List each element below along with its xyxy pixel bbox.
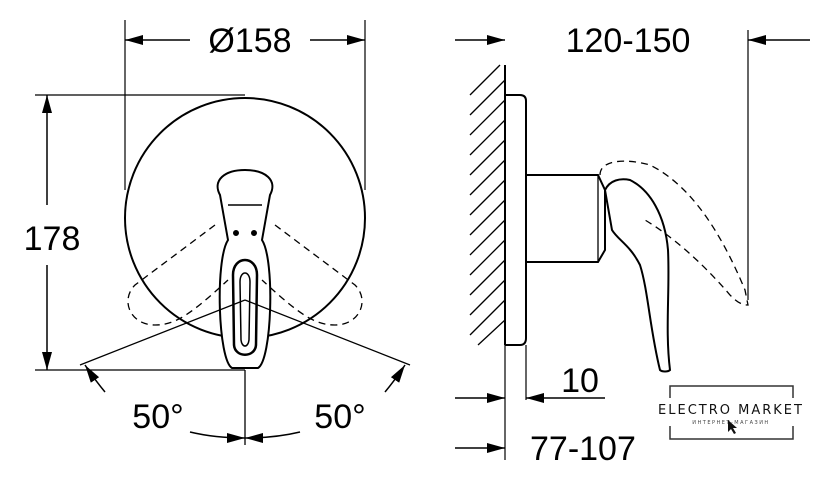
projection-label: 120-150 — [566, 22, 691, 60]
diameter-label: Ø158 — [208, 22, 291, 60]
cursor-icon — [728, 420, 737, 434]
depth-label: 77-107 — [530, 430, 636, 468]
height-label: 178 — [24, 220, 81, 258]
watermark-logo: ELECTRO MARKET ИНТЕРНЕТ-МАГАЗИН — [658, 385, 804, 440]
wall-hatch — [469, 64, 506, 346]
angle-left-label: 50° — [132, 398, 183, 436]
plate-thickness-label: 10 — [561, 362, 599, 400]
angle-right-label: 50° — [314, 398, 365, 436]
handle-outline — [216, 168, 274, 369]
side-view — [455, 30, 810, 460]
watermark-title: ELECTRO MARKET — [658, 403, 804, 418]
front-view — [35, 20, 411, 445]
